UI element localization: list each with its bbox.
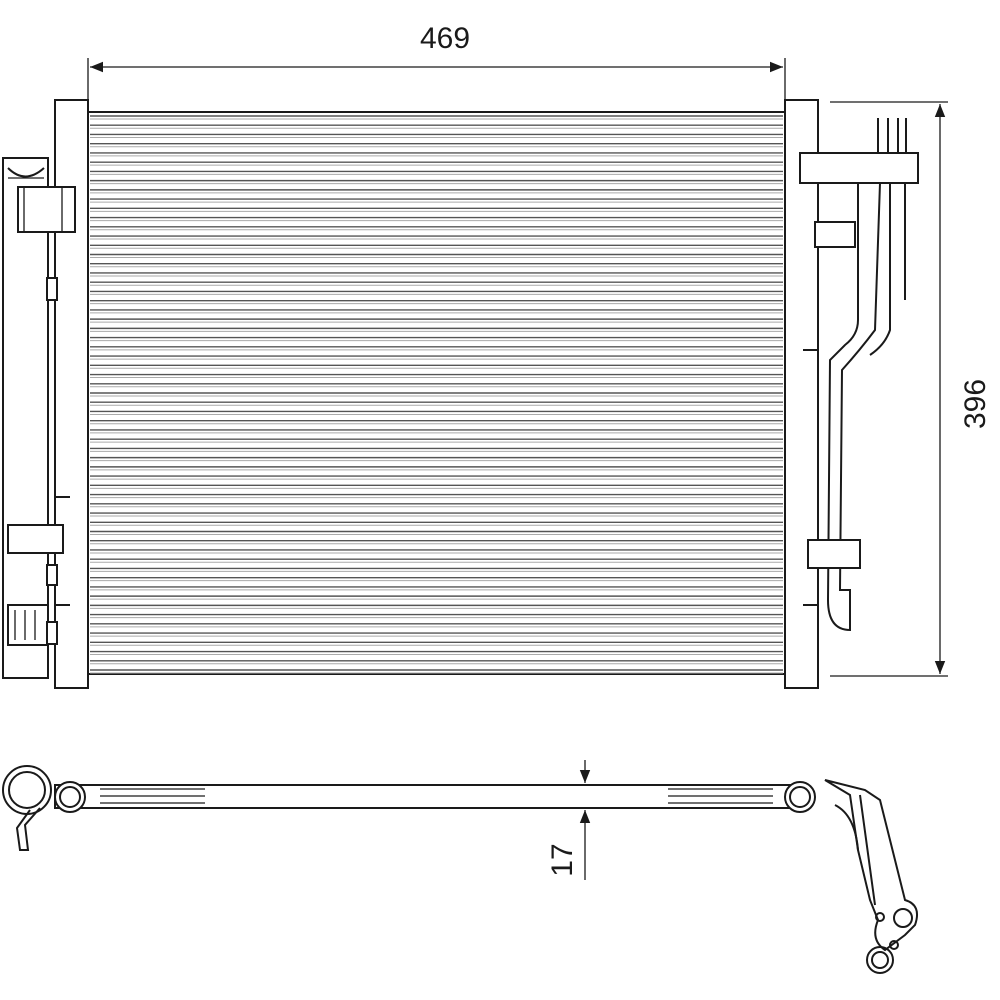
thickness-label: 17 xyxy=(546,843,579,876)
left-header-tank xyxy=(2,99,89,689)
condenser-core xyxy=(87,111,786,675)
width-dimension: 469 xyxy=(87,22,786,100)
height-dimension: 396 xyxy=(830,101,992,677)
right-header-tank xyxy=(784,99,919,689)
thickness-dimension: 17 xyxy=(546,760,591,880)
side-view xyxy=(2,765,918,974)
width-label: 469 xyxy=(420,22,470,55)
core-fins xyxy=(90,115,783,674)
height-label: 396 xyxy=(959,379,992,429)
